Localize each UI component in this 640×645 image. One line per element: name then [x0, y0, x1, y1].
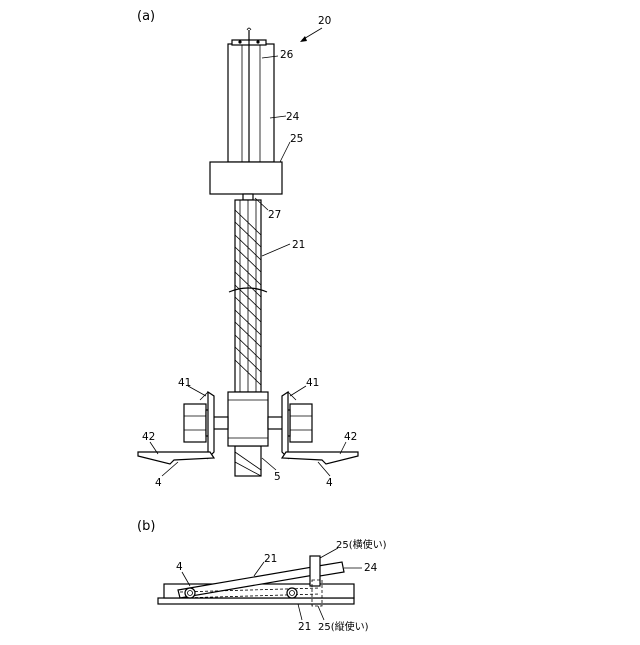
panel-b-label: (b) [137, 519, 155, 534]
b-block-25-horizontal-use [310, 556, 320, 586]
b-ref-24-label: 24 [364, 562, 378, 574]
bolt-right [268, 404, 312, 442]
tube-24 [228, 40, 274, 162]
ref-41-right-label: 41 [306, 377, 319, 389]
ref-25-label: 25 [290, 133, 303, 145]
b-ref-25-bottom-label: 25(縦使い) [318, 620, 369, 633]
ref-27-label: 27 [268, 209, 281, 221]
block-25 [210, 162, 282, 194]
panel-a-label: (a) [137, 9, 155, 24]
b-ref-25-top-label: 25(横使い) [336, 538, 387, 551]
ref-41-left-label: 41 [178, 377, 191, 389]
ref-20-label: 20 [318, 15, 331, 27]
ref-26-label: 26 [280, 49, 294, 61]
ref-24-label: 24 [286, 111, 300, 123]
ref-42-left-label: 42 [142, 431, 155, 443]
b-tube-24 [318, 562, 344, 576]
b-ref-21-bottom-label: 21 [298, 621, 311, 633]
ref-21-label: 21 [292, 239, 305, 251]
b-ref-21-top-label: 21 [264, 553, 277, 565]
ref-20-arrowhead-icon [300, 36, 307, 42]
ref-5-label: 5 [274, 471, 281, 483]
b-ref-4-label: 4 [176, 561, 183, 573]
b-bolt-right [287, 588, 297, 598]
b-bolt-left [185, 588, 195, 598]
ref-4-right-label: 4 [326, 477, 333, 489]
nut-27 [243, 194, 253, 200]
ref-42-right-label: 42 [344, 431, 357, 443]
ref-4-left-label: 4 [155, 477, 162, 489]
b-base-plate-4 [158, 598, 354, 604]
bolt-left [184, 404, 228, 442]
